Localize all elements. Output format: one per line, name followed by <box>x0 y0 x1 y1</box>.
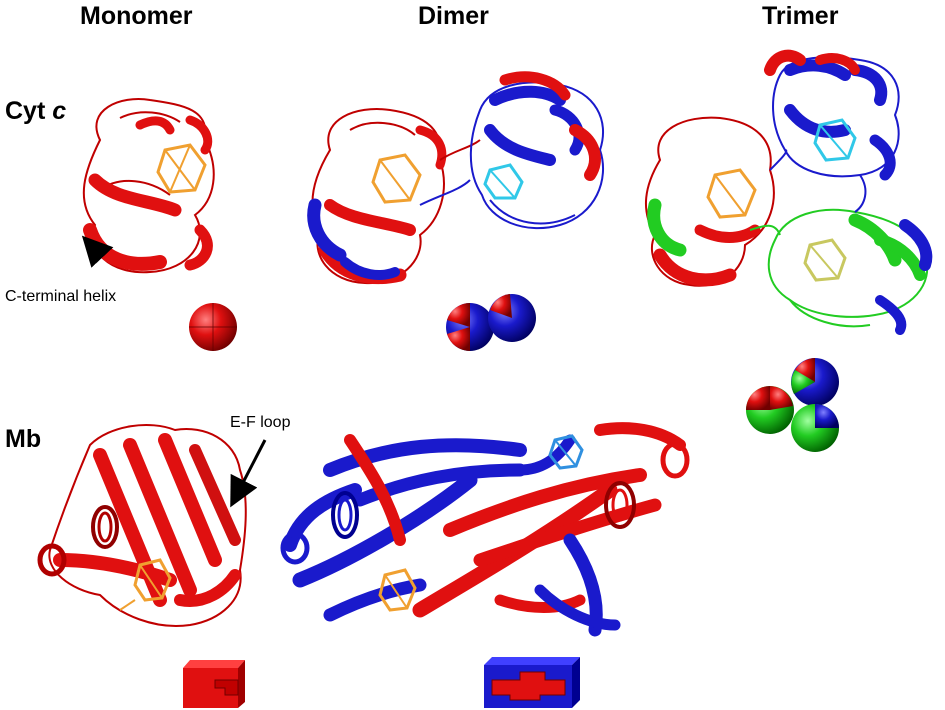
cytc-monomer-heme <box>156 143 207 194</box>
row-header-cyt-italic: c <box>52 97 67 125</box>
cytc-dimer-structure <box>307 71 605 285</box>
row-header-mb: Mb <box>5 425 42 453</box>
cytc-trimer-structure <box>644 49 933 335</box>
mb-dimer-heme-a <box>378 568 417 612</box>
mb-dimer-heme-b <box>548 434 584 470</box>
row-header-cyt-prefix: Cyt <box>5 97 53 125</box>
mb-monomer-block <box>183 660 245 708</box>
cytc-dimer-spheres <box>446 294 536 352</box>
column-header-monomer: Monomer <box>80 2 193 30</box>
cytc-trimer-spheres <box>746 358 839 452</box>
annotation-ef-loop: E-F loop <box>230 414 291 431</box>
mb-dimer-structure <box>280 422 690 637</box>
cytc-monomer-structure <box>82 98 215 274</box>
mb-monomer-structure <box>37 424 247 627</box>
ef-loop-arrow <box>230 439 267 508</box>
row-header-cyt-c: Cyt c <box>5 97 66 126</box>
mb-monomer-heme <box>119 558 172 611</box>
c-terminal-helix-arrow <box>81 235 114 268</box>
column-header-trimer: Trimer <box>762 2 839 30</box>
mb-dimer-block <box>484 657 580 708</box>
annotation-c-terminal-helix: C-terminal helix <box>5 288 117 305</box>
cytc-monomer-sphere <box>189 303 237 351</box>
column-header-dimer: Dimer <box>418 2 489 30</box>
